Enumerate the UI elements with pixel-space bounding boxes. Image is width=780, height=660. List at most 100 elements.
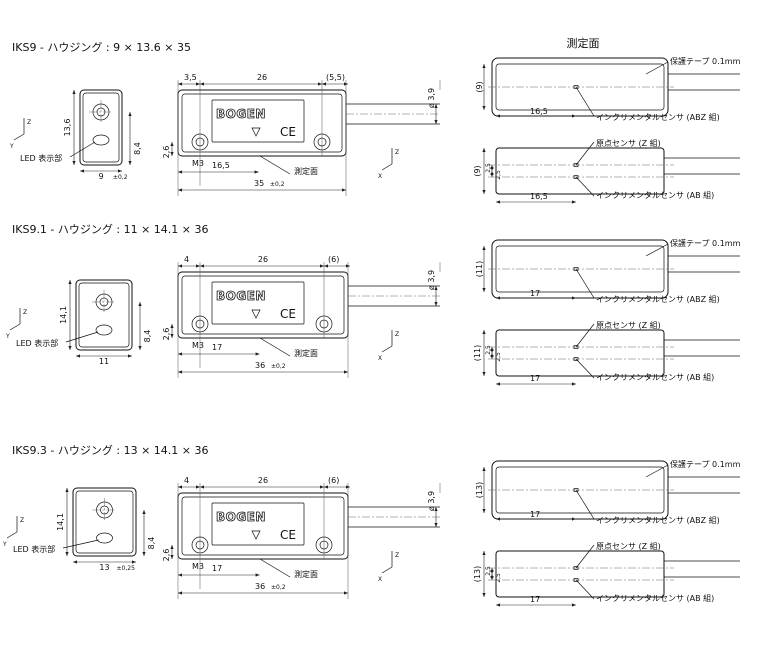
ab-marker — [573, 357, 579, 361]
dim-r2-height-label: (9) — [473, 165, 482, 176]
arrowhead — [434, 120, 438, 124]
dim-length-label: 35 — [254, 179, 264, 188]
arrow-triangle-icon — [251, 530, 261, 540]
bogen-logo: BOGEN — [216, 107, 266, 121]
measure-face-label: 測定面 — [294, 348, 318, 358]
dim-r1-height-label: (9) — [475, 81, 484, 92]
arrowhead — [490, 349, 494, 353]
ce-mark: CE — [280, 528, 296, 542]
arrowhead — [324, 264, 328, 268]
measure-face-leader — [259, 155, 291, 175]
z-leader — [575, 544, 595, 569]
sensor-marker — [573, 85, 579, 89]
led-leader — [65, 331, 99, 343]
arrowhead — [490, 173, 494, 177]
arrow-triangle-icon — [251, 127, 261, 137]
axis-x-line — [381, 345, 393, 353]
ce-mark: CE — [280, 307, 296, 321]
sensor-body-2 — [495, 329, 665, 377]
ab-label: インクリメンタルセンサ (AB 組) — [596, 593, 714, 603]
z-marker — [573, 163, 579, 167]
axis-x-line — [381, 566, 393, 574]
z-leader — [575, 323, 595, 348]
dim-side-width-label: 13 — [99, 563, 109, 572]
arrowhead — [344, 370, 348, 374]
arrowhead — [73, 560, 77, 564]
sensor-marker — [573, 488, 579, 492]
arrowhead — [496, 603, 500, 607]
arrowhead — [178, 170, 182, 174]
z-sensor-label: 原点センサ (Z 組) — [596, 138, 661, 148]
bogen-logo: BOGEN — [216, 510, 266, 524]
dim-r2-len-label: 16,5 — [530, 192, 548, 201]
arrowhead — [324, 485, 328, 489]
arrowhead — [482, 551, 486, 555]
dim-side-height-label: 14,1 — [59, 306, 68, 324]
dim-top-right-label: (6) — [328, 476, 339, 485]
axis-z-label: Z — [395, 149, 399, 156]
led-window — [96, 532, 113, 544]
abz-label: インクリメンタルセンサ (ABZ 組) — [596, 515, 720, 525]
dim-top-right-label: (5,5) — [326, 73, 345, 82]
model-title: IKS9.3 - ハウジング : 13 × 14.1 × 36 — [12, 443, 209, 457]
dim-side-width-label: 9 — [98, 172, 103, 181]
tape-leader — [645, 61, 669, 75]
label-plate — [211, 99, 305, 143]
arrowhead — [196, 82, 200, 86]
arrowhead — [178, 370, 182, 374]
dim-r25b-label: 2,5 — [495, 170, 502, 180]
model-2: IKS9.1 - ハウジング : 11 × 14.1 × 36 14,18,411… — [5, 222, 741, 386]
dim-r1-len-label: 17 — [530, 289, 540, 298]
measurement-face-header: 測定面 — [567, 36, 600, 50]
arrowhead — [346, 485, 350, 489]
arrowhead — [170, 152, 174, 156]
dim-side-width-label: 11 — [99, 357, 109, 366]
dim-r25b-label: 2,5 — [495, 352, 502, 362]
label-plate — [211, 502, 305, 546]
dim-hole-height-label: 2,6 — [162, 146, 171, 159]
dim-cable-diameter-label: ø 3,9 — [427, 88, 436, 108]
dim-side-width-tol: ±0,2 — [113, 174, 128, 181]
axis-x-label: X — [378, 355, 382, 362]
axis-x-line — [6, 531, 18, 539]
arrowhead — [178, 188, 182, 192]
axis-x-line — [13, 133, 25, 141]
sensor-body-2 — [495, 550, 665, 598]
arrowhead — [318, 82, 322, 86]
side-axes: ZY — [2, 516, 24, 548]
arrowhead — [434, 507, 438, 511]
arrowhead — [65, 552, 69, 556]
model-title: IKS9.1 - ハウジング : 11 × 14.1 × 36 — [12, 222, 209, 236]
dim-r1-height-label: (13) — [475, 482, 484, 498]
arrowhead — [255, 352, 260, 356]
arrowhead — [344, 82, 348, 86]
axis-x-label: X — [378, 173, 382, 180]
arrowhead — [170, 545, 174, 549]
dim-side-84-label: 8,4 — [147, 537, 156, 550]
measure-face-leader — [259, 558, 291, 578]
arrowhead — [342, 188, 346, 192]
arrowhead — [572, 200, 576, 204]
dim-hole-height-label: 2,6 — [162, 328, 171, 341]
arrowhead — [496, 382, 500, 386]
arrowhead — [200, 485, 204, 489]
arrowhead — [170, 555, 174, 559]
axis-z-label: Z — [27, 119, 31, 126]
arrowhead — [142, 552, 146, 556]
arrowhead — [496, 517, 500, 521]
led-window — [95, 324, 113, 336]
ce-mark: CE — [280, 125, 296, 139]
arrowhead — [254, 170, 259, 174]
dim-r25b-label: 2,5 — [495, 573, 502, 583]
model-3: IKS9.3 - ハウジング : 13 × 14.1 × 3614,18,413… — [2, 443, 741, 607]
arrowhead — [434, 286, 438, 290]
tape-leader — [645, 243, 669, 257]
arrowhead — [344, 591, 348, 595]
m3-label: M3 — [192, 341, 204, 350]
housing-front-inner — [181, 93, 343, 153]
